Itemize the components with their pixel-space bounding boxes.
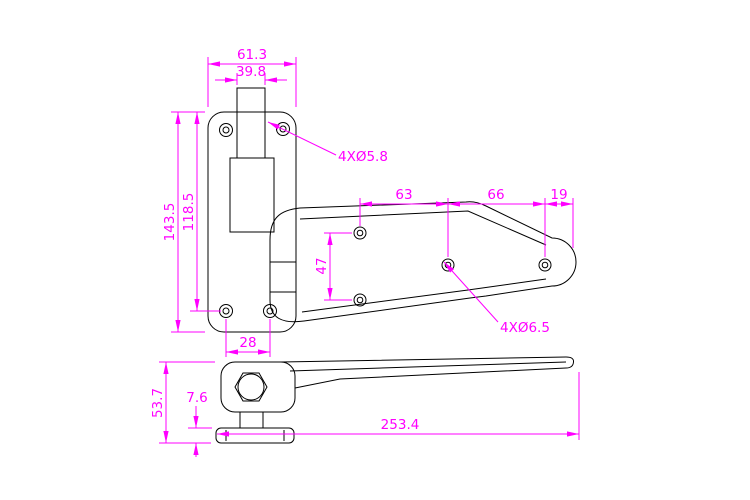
arm-hole [353, 293, 367, 307]
arm-hole [353, 226, 367, 240]
arm-rib-lower [301, 278, 547, 313]
dim-arm-span-1: 63 [395, 187, 412, 203]
dimension-annotations: 61.3 39.8 4XØ5.8 63 66 19 143.5 118.5 [150, 47, 580, 457]
plate-hole [219, 304, 233, 318]
dim-side-height: 53.7 [150, 388, 166, 418]
top-view [207, 87, 577, 333]
leader-line [267, 121, 337, 156]
bolt-circle [237, 373, 265, 401]
dim-arm-span-3: 19 [550, 187, 567, 203]
arm-outline [269, 201, 577, 323]
plate-hole-inner [266, 307, 274, 315]
dim-arm-hole-spacing: 47 [314, 257, 330, 274]
leader-line [443, 261, 499, 323]
arm-hole [441, 258, 455, 272]
arm-hole [538, 258, 552, 272]
plate-hole-inner [222, 126, 230, 134]
plate-hole-inner [279, 125, 287, 133]
dim-base-hole-spacing: 28 [239, 335, 256, 351]
hex-bolt-head [234, 372, 268, 402]
arm-hole-inner [356, 229, 364, 237]
arm-side-inner-line [289, 361, 567, 372]
dim-plate-holes: 4XØ5.8 [338, 149, 388, 165]
base-flange [215, 427, 295, 444]
arm-hole-inner [541, 261, 549, 269]
dim-width-outer: 61.3 [237, 47, 267, 63]
dim-overall-length: 253.4 [381, 417, 420, 433]
dim-plate-height: 143.5 [162, 203, 178, 242]
dim-flange-thickness: 7.6 [186, 390, 207, 406]
arm-side-profile [280, 356, 575, 389]
dim-plate-inner-height: 118.5 [181, 193, 197, 232]
side-view [215, 356, 575, 444]
dim-arm-span-2: 66 [487, 187, 504, 203]
dim-width-knuckle: 39.8 [236, 64, 266, 80]
plate-hole-inner [222, 307, 230, 315]
arm-hole-inner [356, 296, 364, 304]
dim-arm-holes: 4XØ6.5 [500, 320, 550, 336]
pivot-housing [220, 361, 296, 413]
arm-rib-upper [299, 210, 547, 246]
knuckle-lower [229, 157, 275, 233]
knuckle-upper [236, 87, 266, 159]
mounting-plate-outline [207, 111, 297, 333]
plate-hole [219, 123, 233, 137]
